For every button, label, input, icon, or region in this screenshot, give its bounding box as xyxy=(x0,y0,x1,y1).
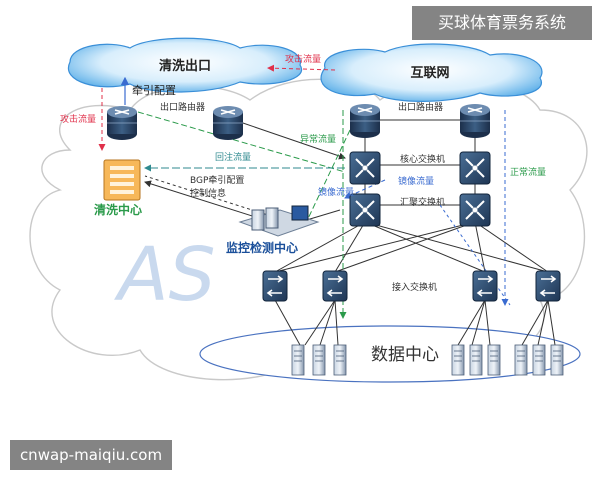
aggregation-switch-a xyxy=(349,193,381,227)
cleaning-center-device xyxy=(103,159,141,201)
as-label: AS xyxy=(114,232,216,318)
mirror-flow-1-label: 镜像流量 xyxy=(318,186,354,198)
core-switch-label: 核心交换机 xyxy=(400,153,445,165)
aggregation-switch-label: 汇聚交换机 xyxy=(400,196,445,208)
core-switch-b xyxy=(459,151,491,185)
server-group-2 xyxy=(451,344,501,376)
server-group-3 xyxy=(514,344,564,376)
exit-router-left-a xyxy=(106,105,138,141)
internet-cloud: 互联网 xyxy=(320,43,543,102)
access-switch-3 xyxy=(472,270,498,302)
attack-flow-top-label: 攻击流量 xyxy=(285,53,321,65)
exit-router-right-label: 出口路由器 xyxy=(398,101,443,113)
cleaning-exit-label: 清洗出口 xyxy=(159,58,211,74)
data-center-label: 数据中心 xyxy=(371,345,439,365)
site-watermark: cnwap-maiqiu.com xyxy=(10,440,172,470)
access-switch-2 xyxy=(322,270,348,302)
monitor-center-label: 监控检测中心 xyxy=(226,240,298,255)
normal-flow-label: 正常流量 xyxy=(510,166,546,178)
topology-links xyxy=(274,119,556,346)
access-switch-label: 接入交换机 xyxy=(392,281,437,293)
core-switch-a xyxy=(349,151,381,185)
traction-config-label: 牵引配置 xyxy=(132,83,176,97)
reinject-flow-label: 回注流量 xyxy=(215,151,251,163)
mirror-flow-2-label: 镜像流量 xyxy=(398,175,434,187)
monitor-center-device xyxy=(238,205,320,237)
access-switch-4 xyxy=(535,270,561,302)
corner-brand-banner: 买球体育票务系统 xyxy=(412,6,592,40)
access-switch-1 xyxy=(262,270,288,302)
cleaning-center-label: 清洗中心 xyxy=(94,202,142,217)
abnormal-flow-label: 异常流量 xyxy=(300,133,336,145)
exit-router-right-a xyxy=(349,103,381,139)
control-info-label: 控制信息 xyxy=(190,187,226,199)
aggregation-switch-b xyxy=(459,193,491,227)
exit-router-left-label: 出口路由器 xyxy=(160,101,205,113)
exit-router-right-b xyxy=(459,103,491,139)
bgp-config-label: BGP牵引配置 xyxy=(190,175,244,186)
internet-label: 互联网 xyxy=(410,66,449,81)
attack-flow-left-label: 攻击流量 xyxy=(60,113,96,125)
cleaning-exit-cloud: 清洗出口 xyxy=(67,37,303,93)
server-group-1 xyxy=(291,344,347,376)
exit-router-left-b xyxy=(212,105,244,141)
